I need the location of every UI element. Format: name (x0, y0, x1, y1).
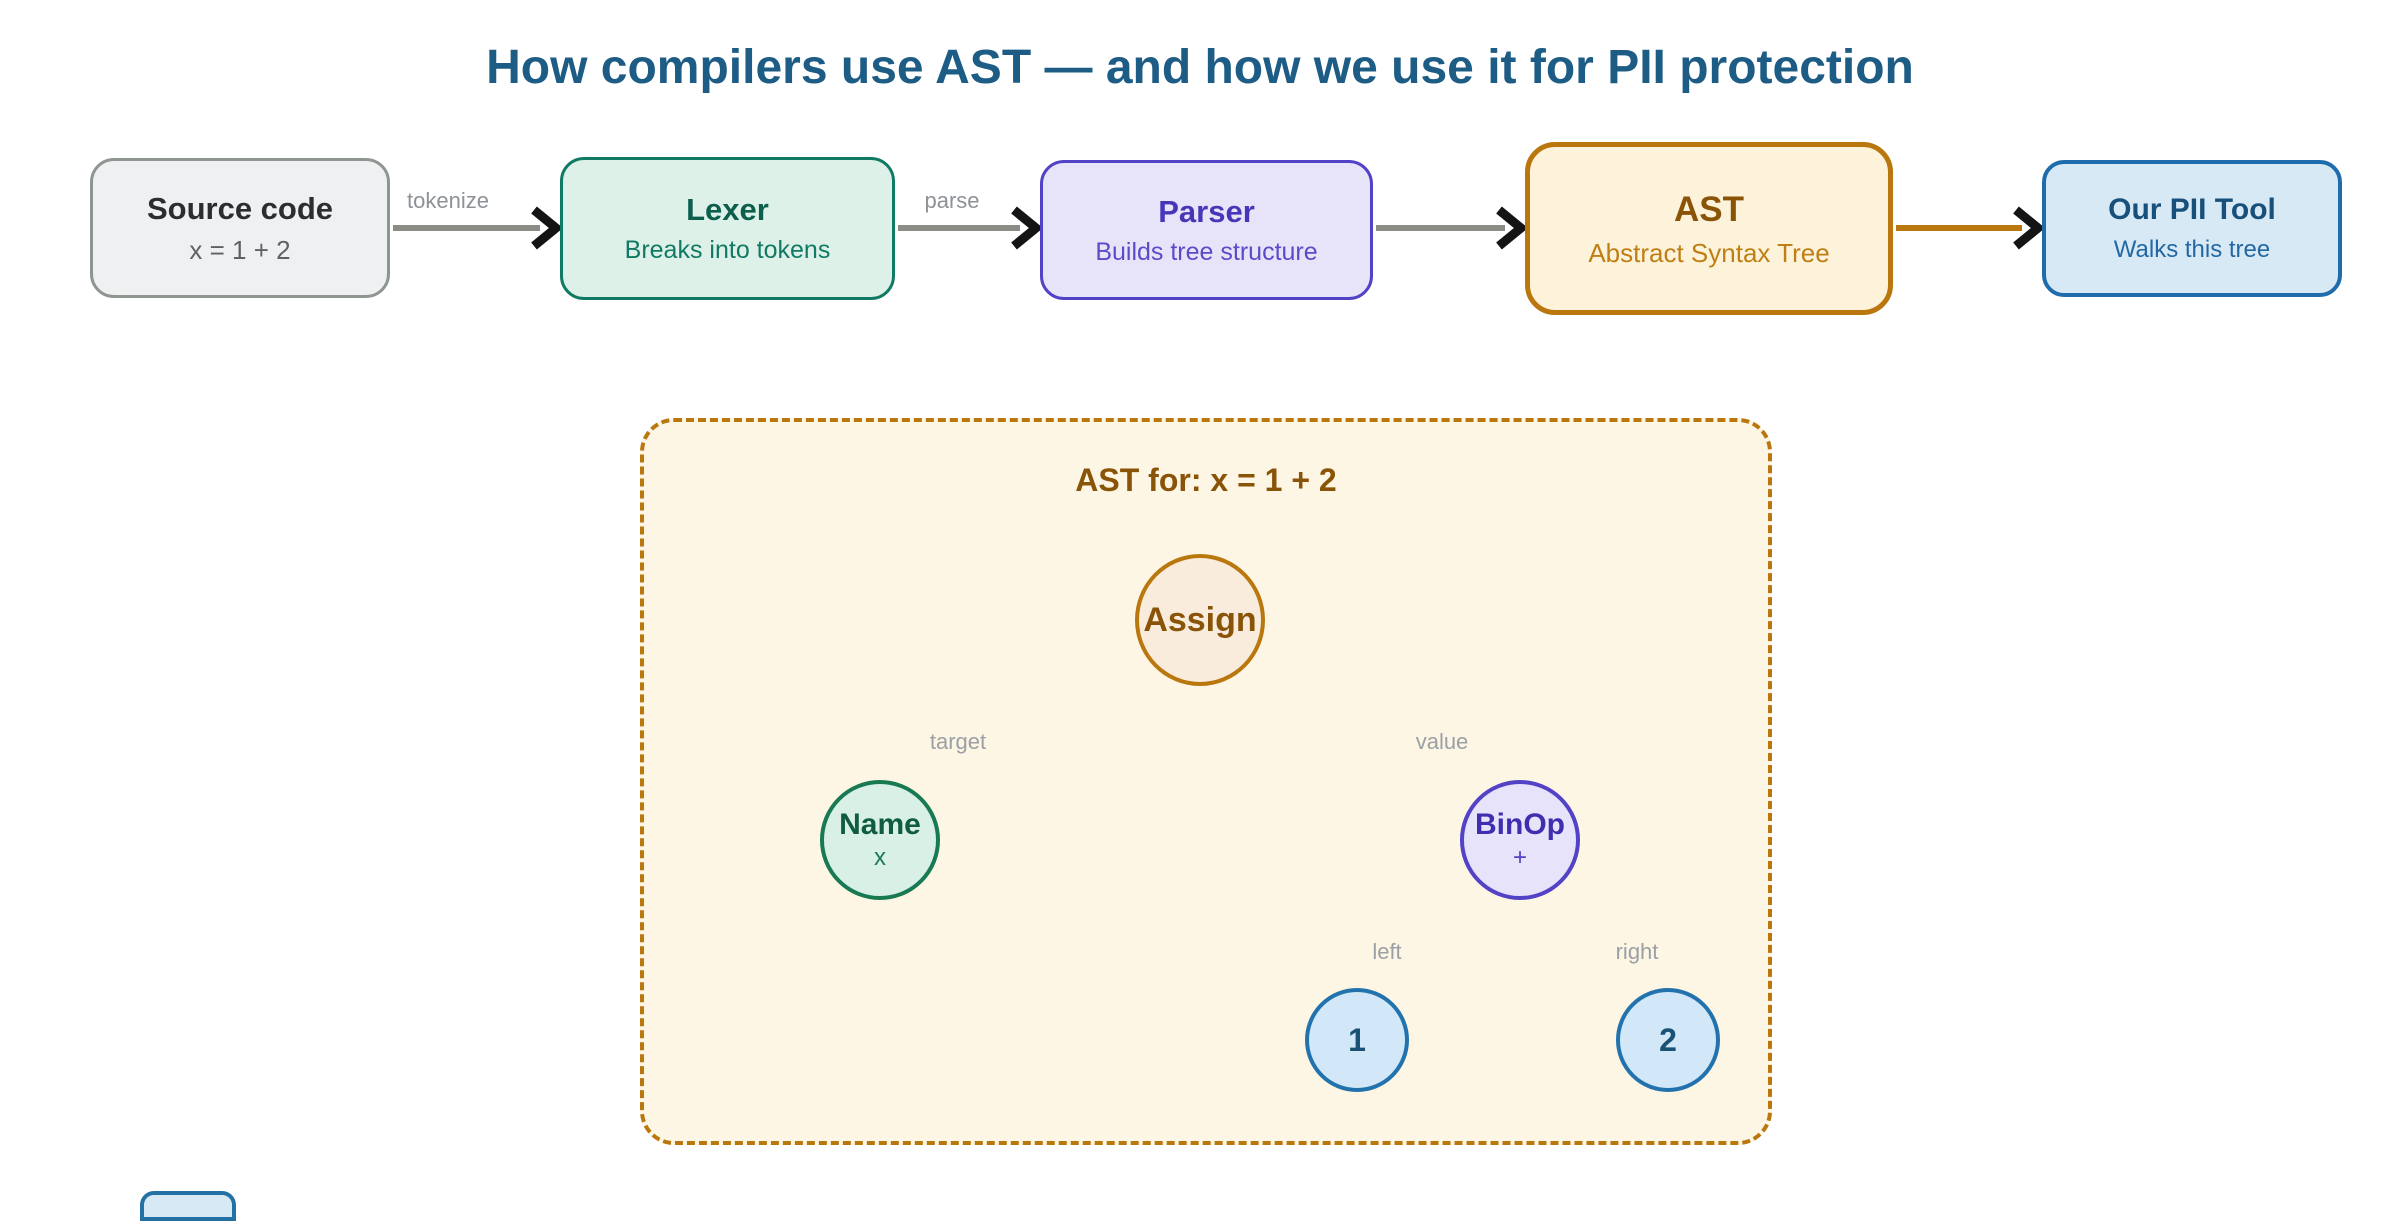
pipeline-box-ast: AST Abstract Syntax Tree (1525, 142, 1893, 315)
pipeline-box-lexer: Lexer Breaks into tokens (560, 157, 895, 300)
node-label: Name (839, 808, 921, 841)
box-subtitle: Breaks into tokens (624, 236, 831, 264)
ast-panel-title: AST for: x = 1 + 2 (1075, 462, 1337, 498)
box-title: AST (1674, 189, 1744, 229)
ast-node-assign: Assign (1135, 554, 1265, 686)
edge-label-left: left (1372, 939, 1402, 964)
page-title: How compilers use AST — and how we use i… (486, 41, 1914, 94)
node-label: Assign (1143, 601, 1257, 639)
node-sublabel: x (874, 844, 886, 871)
pipeline-box-parser: Parser Builds tree structure (1040, 160, 1373, 300)
box-title: Lexer (686, 192, 769, 227)
ast-node-literal-2: 2 (1616, 988, 1720, 1092)
arrow-label-parse: parse (924, 188, 980, 213)
partial-box-bottom (140, 1191, 236, 1221)
arrowhead-icon (1496, 206, 1529, 250)
arrowhead-icon (1011, 206, 1044, 250)
ast-node-literal-1: 1 (1305, 988, 1409, 1092)
pipeline-box-source-code: Source code x = 1 + 2 (90, 158, 390, 298)
box-subtitle: Builds tree structure (1095, 237, 1318, 266)
box-title: Source code (146, 191, 334, 226)
edge-label-value: value (1415, 729, 1469, 754)
ast-node-name: Name x (820, 780, 940, 900)
node-label: 2 (1659, 1022, 1677, 1058)
node-label: BinOp (1475, 808, 1565, 841)
edge-label-right: right (1615, 939, 1659, 964)
ast-node-binop: BinOp + (1460, 780, 1580, 900)
box-subtitle: Walks this tree (2113, 236, 2271, 263)
arrow-label-tokenize: tokenize (407, 188, 489, 213)
arrowhead-icon (2013, 206, 2046, 250)
ast-panel (640, 418, 1772, 1145)
box-subtitle: x = 1 + 2 (189, 235, 291, 265)
box-title: Parser (1158, 193, 1255, 229)
box-subtitle: Abstract Syntax Tree (1588, 237, 1830, 268)
node-sublabel: + (1512, 844, 1527, 871)
box-title: Our PII Tool (2108, 193, 2276, 226)
pipeline-box-pii-tool: Our PII Tool Walks this tree (2042, 160, 2342, 297)
edge-label-target: target (929, 729, 987, 754)
node-label: 1 (1348, 1022, 1366, 1058)
arrowhead-icon (531, 206, 564, 250)
